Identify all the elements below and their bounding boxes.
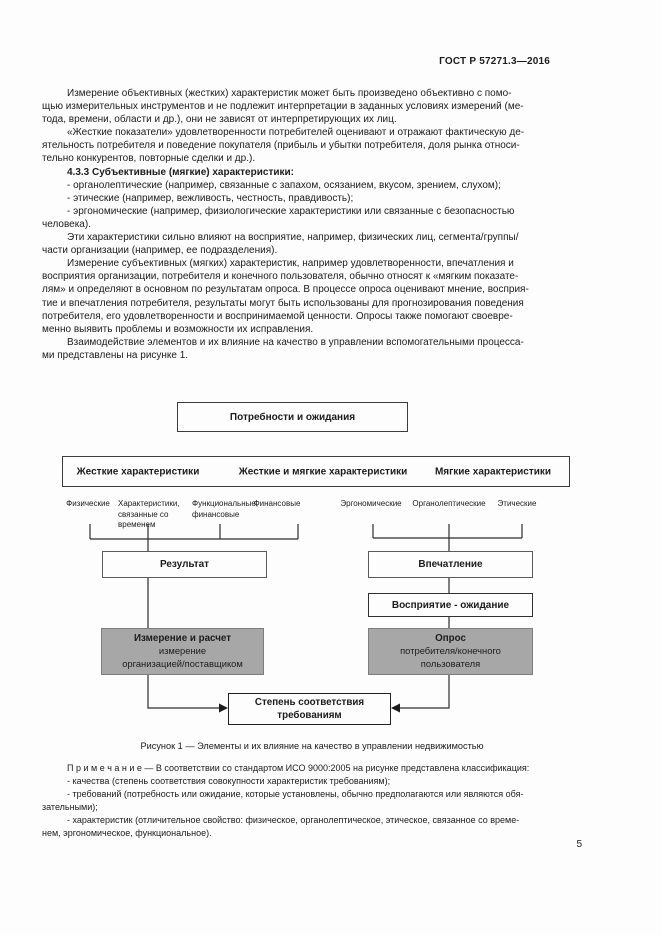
diagram-label-soft: Мягкие характеристики — [434, 466, 552, 477]
survey-subtitle: потребителя/конечного пользователя — [400, 645, 501, 669]
diagram-box-characteristics: Жесткие характеристики Жесткие и мягкие … — [62, 456, 570, 487]
section-heading: 4.3.3 Субъективные (мягкие) характеристи… — [67, 166, 294, 178]
measurement-title: Измерение и расчет — [133, 633, 232, 645]
paragraph: Измерение объективных (жестких) характер… — [42, 88, 524, 126]
paragraph: «Жесткие показатели» удовлетворенности п… — [42, 127, 525, 165]
column-label-financial: Финансовые — [253, 499, 301, 508]
body-text: Измерение объективных (жестких) характер… — [42, 87, 582, 362]
diagram-box-survey: Опрос потребителя/конечного пользователя — [368, 628, 533, 675]
diagram-box-needs: Потребности и ожидания — [177, 402, 408, 432]
diagram-label-hard: Жесткие характеристики — [76, 466, 200, 477]
right-arrowhead-icon — [391, 703, 400, 713]
page-number: 5 — [576, 839, 582, 850]
column-label-functional: Функциональные, финансовые — [192, 499, 259, 519]
diagram-box-measurement: Измерение и расчет измерение организацие… — [101, 628, 264, 675]
measurement-subtitle: измерение организацией/поставщиком — [122, 645, 243, 669]
diagram-box-result: Результат — [102, 551, 267, 578]
column-label-ergonomic: Эргономические — [340, 499, 402, 508]
column-label-time: Характеристики, связанные со временем — [118, 499, 180, 529]
paragraph: Эти характеристики сильно влияют на восп… — [42, 232, 519, 257]
figure-caption: Рисунок 1 — Элементы и их влияние на кач… — [140, 741, 484, 751]
diagram-box-impression: Впечатление — [368, 551, 533, 578]
note-list-item: - характеристик (отличительное свойство:… — [42, 815, 520, 838]
note-block: П р и м е ч а н и е — В соответствии со … — [42, 762, 582, 840]
list-item: - органолептические (например, связанные… — [67, 179, 501, 191]
diagram-box-conformity: Степень соответствия требованиям — [228, 693, 391, 725]
paragraph: Измерение субъективных (мягких) характер… — [42, 258, 529, 335]
page-header: ГОСТ Р 57271.3—2016 — [439, 56, 550, 67]
paragraph: Взаимодействие элементов и их влияние на… — [42, 336, 524, 361]
note-list-item: - требований (потребность или ожидание, … — [42, 789, 524, 812]
column-label-physical: Физические — [66, 499, 110, 508]
note-list-item: - качества (степень соответствия совокуп… — [67, 776, 391, 786]
list-item: - этические (например, вежливость, честн… — [67, 192, 354, 204]
survey-title: Опрос — [435, 633, 466, 645]
diagram-box-perception-expectation: Восприятие - ожидание — [368, 593, 533, 617]
left-arrowhead-icon — [219, 703, 228, 713]
column-label-ethical: Этические — [497, 499, 537, 508]
list-item: - эргономические (например, физиологичес… — [42, 205, 515, 230]
column-label-organoleptic: Органолептические — [412, 499, 486, 508]
diagram-label-hard-soft: Жесткие и мягкие характеристики — [238, 466, 408, 477]
note-paragraph: П р и м е ч а н и е — В соответствии со … — [67, 763, 530, 773]
